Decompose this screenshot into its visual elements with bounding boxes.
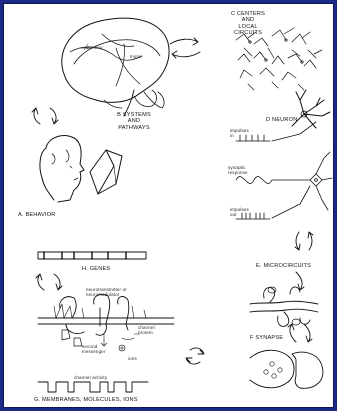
levels-diagram xyxy=(4,4,335,409)
label-membranes: G. MEMBRANES, MOLECULES, IONS xyxy=(34,397,138,403)
annotation-ions: ions xyxy=(128,356,137,361)
label-centers-line4: CIRCUITS xyxy=(218,30,278,36)
local-circuits-drawing xyxy=(236,28,322,90)
head-drawing xyxy=(40,136,84,202)
annotation-impulses-out: impulses out xyxy=(230,207,249,217)
annotation-impulses-in-2: in xyxy=(230,133,249,138)
label-centers-circuits: C CENTERS AND LOCAL CIRCUITS xyxy=(218,11,278,37)
annotation-synaptic-2: response xyxy=(228,170,248,175)
label-synapse: F SYNAPSE xyxy=(250,335,283,341)
annotation-impulses-out-2: out xyxy=(230,212,249,217)
annotation-channel-activity: channel activity xyxy=(74,375,107,380)
annotation-synaptic-response: synaptic response xyxy=(228,165,248,175)
brain-drawing xyxy=(62,18,169,116)
label-systems-line3: PATHWAYS xyxy=(104,125,164,131)
annotation-neurotransmitter: neurotransmitter or neuromodulator xyxy=(86,287,127,297)
annotation-channel-2: protein xyxy=(138,330,155,335)
label-behavior: A. BEHAVIOR xyxy=(18,212,56,218)
label-genes: H. GENES xyxy=(82,266,110,272)
annotation-motor: motor xyxy=(130,54,142,59)
figure-frame: sensory motor B SYSTEMS AND PATHWAYS C C… xyxy=(3,3,334,408)
label-systems-pathways: B SYSTEMS AND PATHWAYS xyxy=(104,112,164,131)
gene-bar xyxy=(38,252,146,259)
annotation-nt-2: neuromodulator xyxy=(86,292,127,297)
book-drawing xyxy=(90,150,122,194)
annotation-impulses-in: impulses in xyxy=(230,128,249,138)
annotation-sensory: sensory xyxy=(86,45,103,50)
synapse-drawing xyxy=(250,350,323,388)
annotation-channel-protein: channel protein xyxy=(138,325,155,335)
label-microcircuits: E. MICROCIRCUITS xyxy=(256,263,311,269)
label-neuron: D NEURON xyxy=(266,117,297,123)
annotation-second-2: messenger xyxy=(82,349,106,354)
neuron-recording xyxy=(236,122,332,219)
neuron-drawing xyxy=(292,90,330,128)
microcircuit-drawing xyxy=(250,287,318,327)
annotation-second-messenger: second messenger xyxy=(82,344,106,354)
